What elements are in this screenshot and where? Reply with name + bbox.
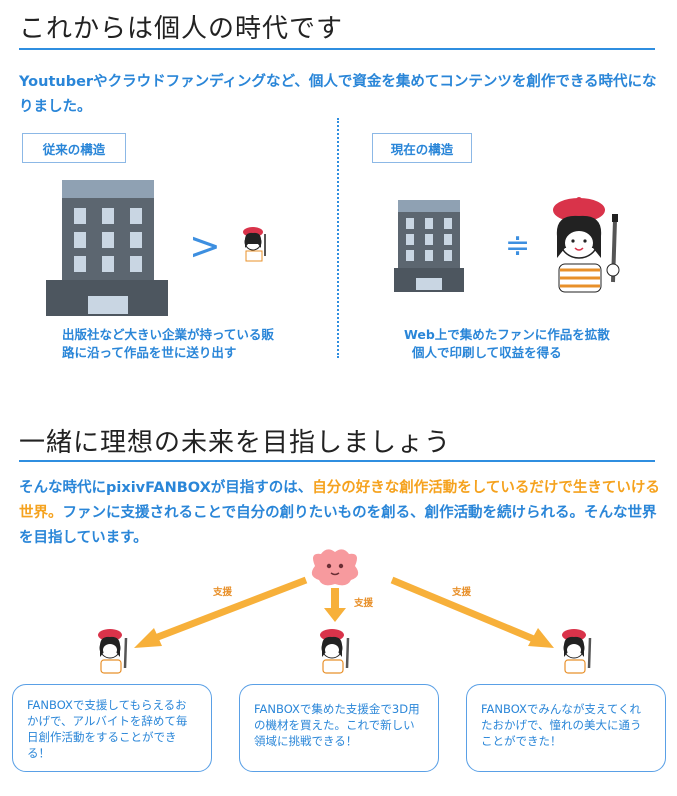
support-label-right: 支援 [452,587,472,598]
new-structure-caption: Web上で集めたファンに作品を拡散 個人で印刷して収益を得る [404,326,644,362]
section1-lead: Youtuberやクラウドファンディングなど、個人で資金を集めてコンテンツを創作… [19,74,657,115]
new-caption-line2: 個人で印刷して収益を得る [412,345,562,360]
section2-lead: そんな時代にpixivFANBOXが目指すのは、自分の好きな創作活動をしているだ… [19,476,667,551]
new-caption-line1: Web上で集めたファンに作品を拡散 [404,327,610,342]
old-caption-line2: 路に沿って作品を世に送り出す [62,345,237,360]
mascot-icon [311,549,359,586]
artist-icon [562,629,592,674]
structure-divider [337,118,339,358]
building-icon [46,180,168,316]
artist-icon [98,629,128,674]
section2-divider [19,460,655,462]
section1-divider [19,48,655,50]
lead-highlight: 自分の好きな創作活動をしているだけで生きていける世界。 [19,480,660,521]
testimonial-box-2: FANBOXで集めた支援金で3D用の機材を買えた。これで新しい領域に挑戦できる！ [239,684,439,772]
arrow-icon [390,576,554,648]
greater-than-symbol: > [189,224,221,268]
arrow-icon [134,576,308,648]
testimonial-box-3: FANBOXでみんなが支えてくれたおかげで、憧れの美大に通うことができた！ [466,684,666,772]
approx-symbol: ≑ [505,228,531,263]
lead-part1: そんな時代にpixivFANBOXが目指すのは、 [19,480,313,496]
support-label-left: 支援 [213,587,233,598]
old-structure-caption: 出版社など大きい企業が持っている販 路に沿って作品を世に送り出す [62,326,322,362]
testimonial-box-1: FANBOXで支援してもらえるおかげで、アルバイトを辞めて毎日創作活動をすること… [12,684,212,772]
artist-icon [243,227,266,262]
section2-title: 一緒に理想の未来を目指しましょう [19,428,452,458]
artist-icon [320,629,350,674]
support-label-center: 支援 [354,598,374,609]
building-icon [394,200,464,292]
old-structure-tag: 従来の構造 [22,133,126,163]
new-structure-tag: 現在の構造 [372,133,472,163]
artist-icon [553,197,620,293]
old-caption-line1: 出版社など大きい企業が持っている販 [62,327,274,342]
arrow-icon [324,588,346,622]
lead-part2: ファンに支援されることで自分の創りたいものを創る、創作活動を続けられる。そんな世… [19,505,657,546]
section1-title: これからは個人の時代です [19,14,344,44]
